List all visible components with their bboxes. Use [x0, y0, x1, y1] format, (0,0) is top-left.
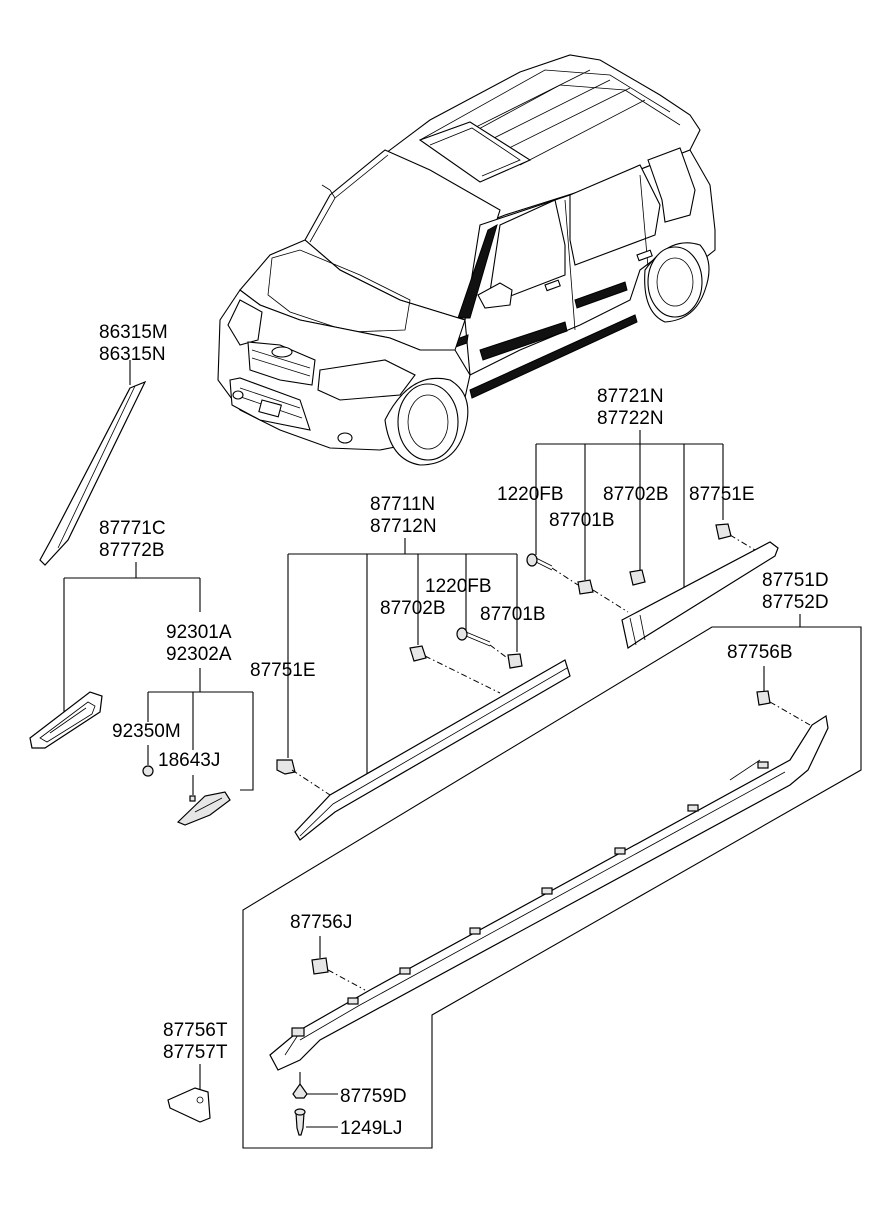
label-sill-clip-j: 87756J — [290, 912, 352, 933]
label-sill-screw: 1249LJ — [340, 1118, 402, 1139]
label-clip-751-rear: 87751E — [689, 484, 755, 505]
label-sill-clip-d: 87759D — [340, 1086, 407, 1107]
front-door-moulding — [294, 659, 571, 841]
label-clip-701-front: 87701B — [480, 604, 546, 625]
label-rear-moulding-2: 87722N — [597, 408, 664, 429]
rear-door-moulding — [621, 541, 779, 649]
label-clip-701-rear: 87701B — [549, 510, 615, 531]
label-front-moulding-1: 87711N — [370, 494, 435, 515]
clip-87751e-front — [276, 759, 296, 775]
clip-87701b-rear — [577, 579, 594, 595]
clip-87701b-front — [507, 653, 523, 669]
label-fender-clip: 87751E — [250, 660, 316, 681]
clip-87751e-rear — [715, 523, 732, 540]
clip-87702b-front — [409, 645, 427, 662]
a-pillar-trim — [39, 360, 147, 566]
label-clip-702-front: 87702B — [380, 598, 446, 619]
bulb-part — [142, 765, 154, 777]
label-repeater-2: 92302A — [166, 644, 232, 665]
side-repeater-lamp — [176, 791, 231, 826]
clip-87759d — [292, 1082, 308, 1099]
screw-1220fb-rear — [526, 553, 553, 571]
label-socket: 18643J — [158, 750, 220, 771]
label-rear-moulding-1: 87721N — [597, 386, 664, 407]
label-side-sill-2: 87752D — [762, 592, 829, 613]
label-mud-guard-2: 87757T — [163, 1042, 228, 1063]
label-front-moulding-2: 87712N — [370, 516, 437, 537]
label-screw-front: 1220FB — [425, 576, 492, 597]
fender-garnish — [29, 691, 103, 749]
label-clip-702-rear: 87702B — [603, 484, 669, 505]
label-garnish-1: 87771C — [99, 518, 166, 539]
label-a-pillar-2: 86315N — [99, 344, 166, 365]
label-screw-rear: 1220FB — [497, 484, 564, 505]
mud-guard-bracket — [167, 1087, 211, 1123]
screw-1249lj — [294, 1108, 306, 1136]
clip-87702b-rear — [629, 569, 646, 586]
vehicle-illustration — [217, 54, 716, 466]
label-side-sill-1: 87751D — [762, 570, 829, 591]
label-a-pillar-1: 86315M — [99, 322, 168, 343]
label-sill-clip-b: 87756B — [727, 642, 793, 663]
clip-87756j — [311, 957, 329, 975]
side-sill-moulding — [269, 715, 829, 1071]
label-bulb: 92350M — [112, 721, 181, 742]
label-repeater-1: 92301A — [166, 622, 232, 643]
screw-1220fb-front — [456, 627, 491, 647]
label-mud-guard-1: 87756T — [163, 1020, 228, 1041]
label-garnish-2: 87772B — [99, 540, 165, 561]
clip-87756b — [756, 690, 771, 706]
